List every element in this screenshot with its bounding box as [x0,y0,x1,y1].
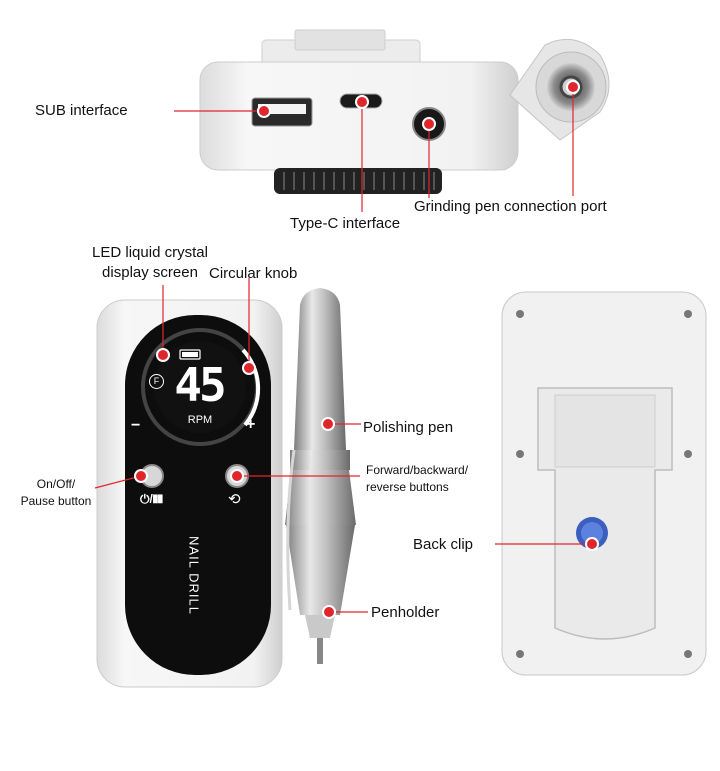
marker-forward [230,469,244,483]
callout-leaders [94,87,592,613]
label-forward-line1: Forward/backward/ [366,463,469,477]
label-on-off-line2: Pause button [20,494,92,508]
plus-label: + [246,416,256,433]
label-type-c-interface: Type-C interface [290,215,401,232]
marker-sub-interface [257,104,271,118]
marker-penholder [322,605,336,619]
marker-grinding-port [566,80,580,94]
minus-label: − [131,417,141,434]
label-penholder: Penholder [371,604,440,621]
marker-polishing-pen [321,417,335,431]
display-value: 45 [174,358,226,412]
back-view-device [501,291,707,676]
label-sub-interface: SUB interface [35,102,128,119]
mode-letter: F [149,374,164,389]
label-on-off: On/Off/ Pause button [6,476,106,510]
label-grinding-pen-port: Grinding pen connection port [414,198,607,215]
brand-text: NAIL DRILL [186,536,202,615]
marker-circular-knob [242,361,256,375]
marker-pen-port [422,117,436,131]
reverse-icon: ⟲ [228,491,241,508]
label-back-clip: Back clip [413,536,474,553]
display-unit: RPM [187,414,213,426]
label-led-display-line1: LED liquid crystal [92,244,208,261]
marker-led-display [156,348,170,362]
handpiece-pen [285,288,356,664]
marker-back-clip [585,537,599,551]
label-led-display: LED liquid crystal display screen [62,243,238,283]
marker-on-off [134,469,148,483]
label-led-display-line2: display screen [102,264,198,281]
front-view-device [96,299,283,688]
marker-type-c [355,95,369,109]
label-on-off-line1: On/Off/ [36,477,76,491]
label-forward-line2: reverse buttons [366,480,449,494]
power-pause-icon: ⏻/❚❚ [140,492,163,506]
label-forward-backward: Forward/backward/ reverse buttons [366,462,468,496]
label-circular-knob: Circular knob [209,265,298,282]
label-polishing-pen: Polishing pen [363,419,454,436]
